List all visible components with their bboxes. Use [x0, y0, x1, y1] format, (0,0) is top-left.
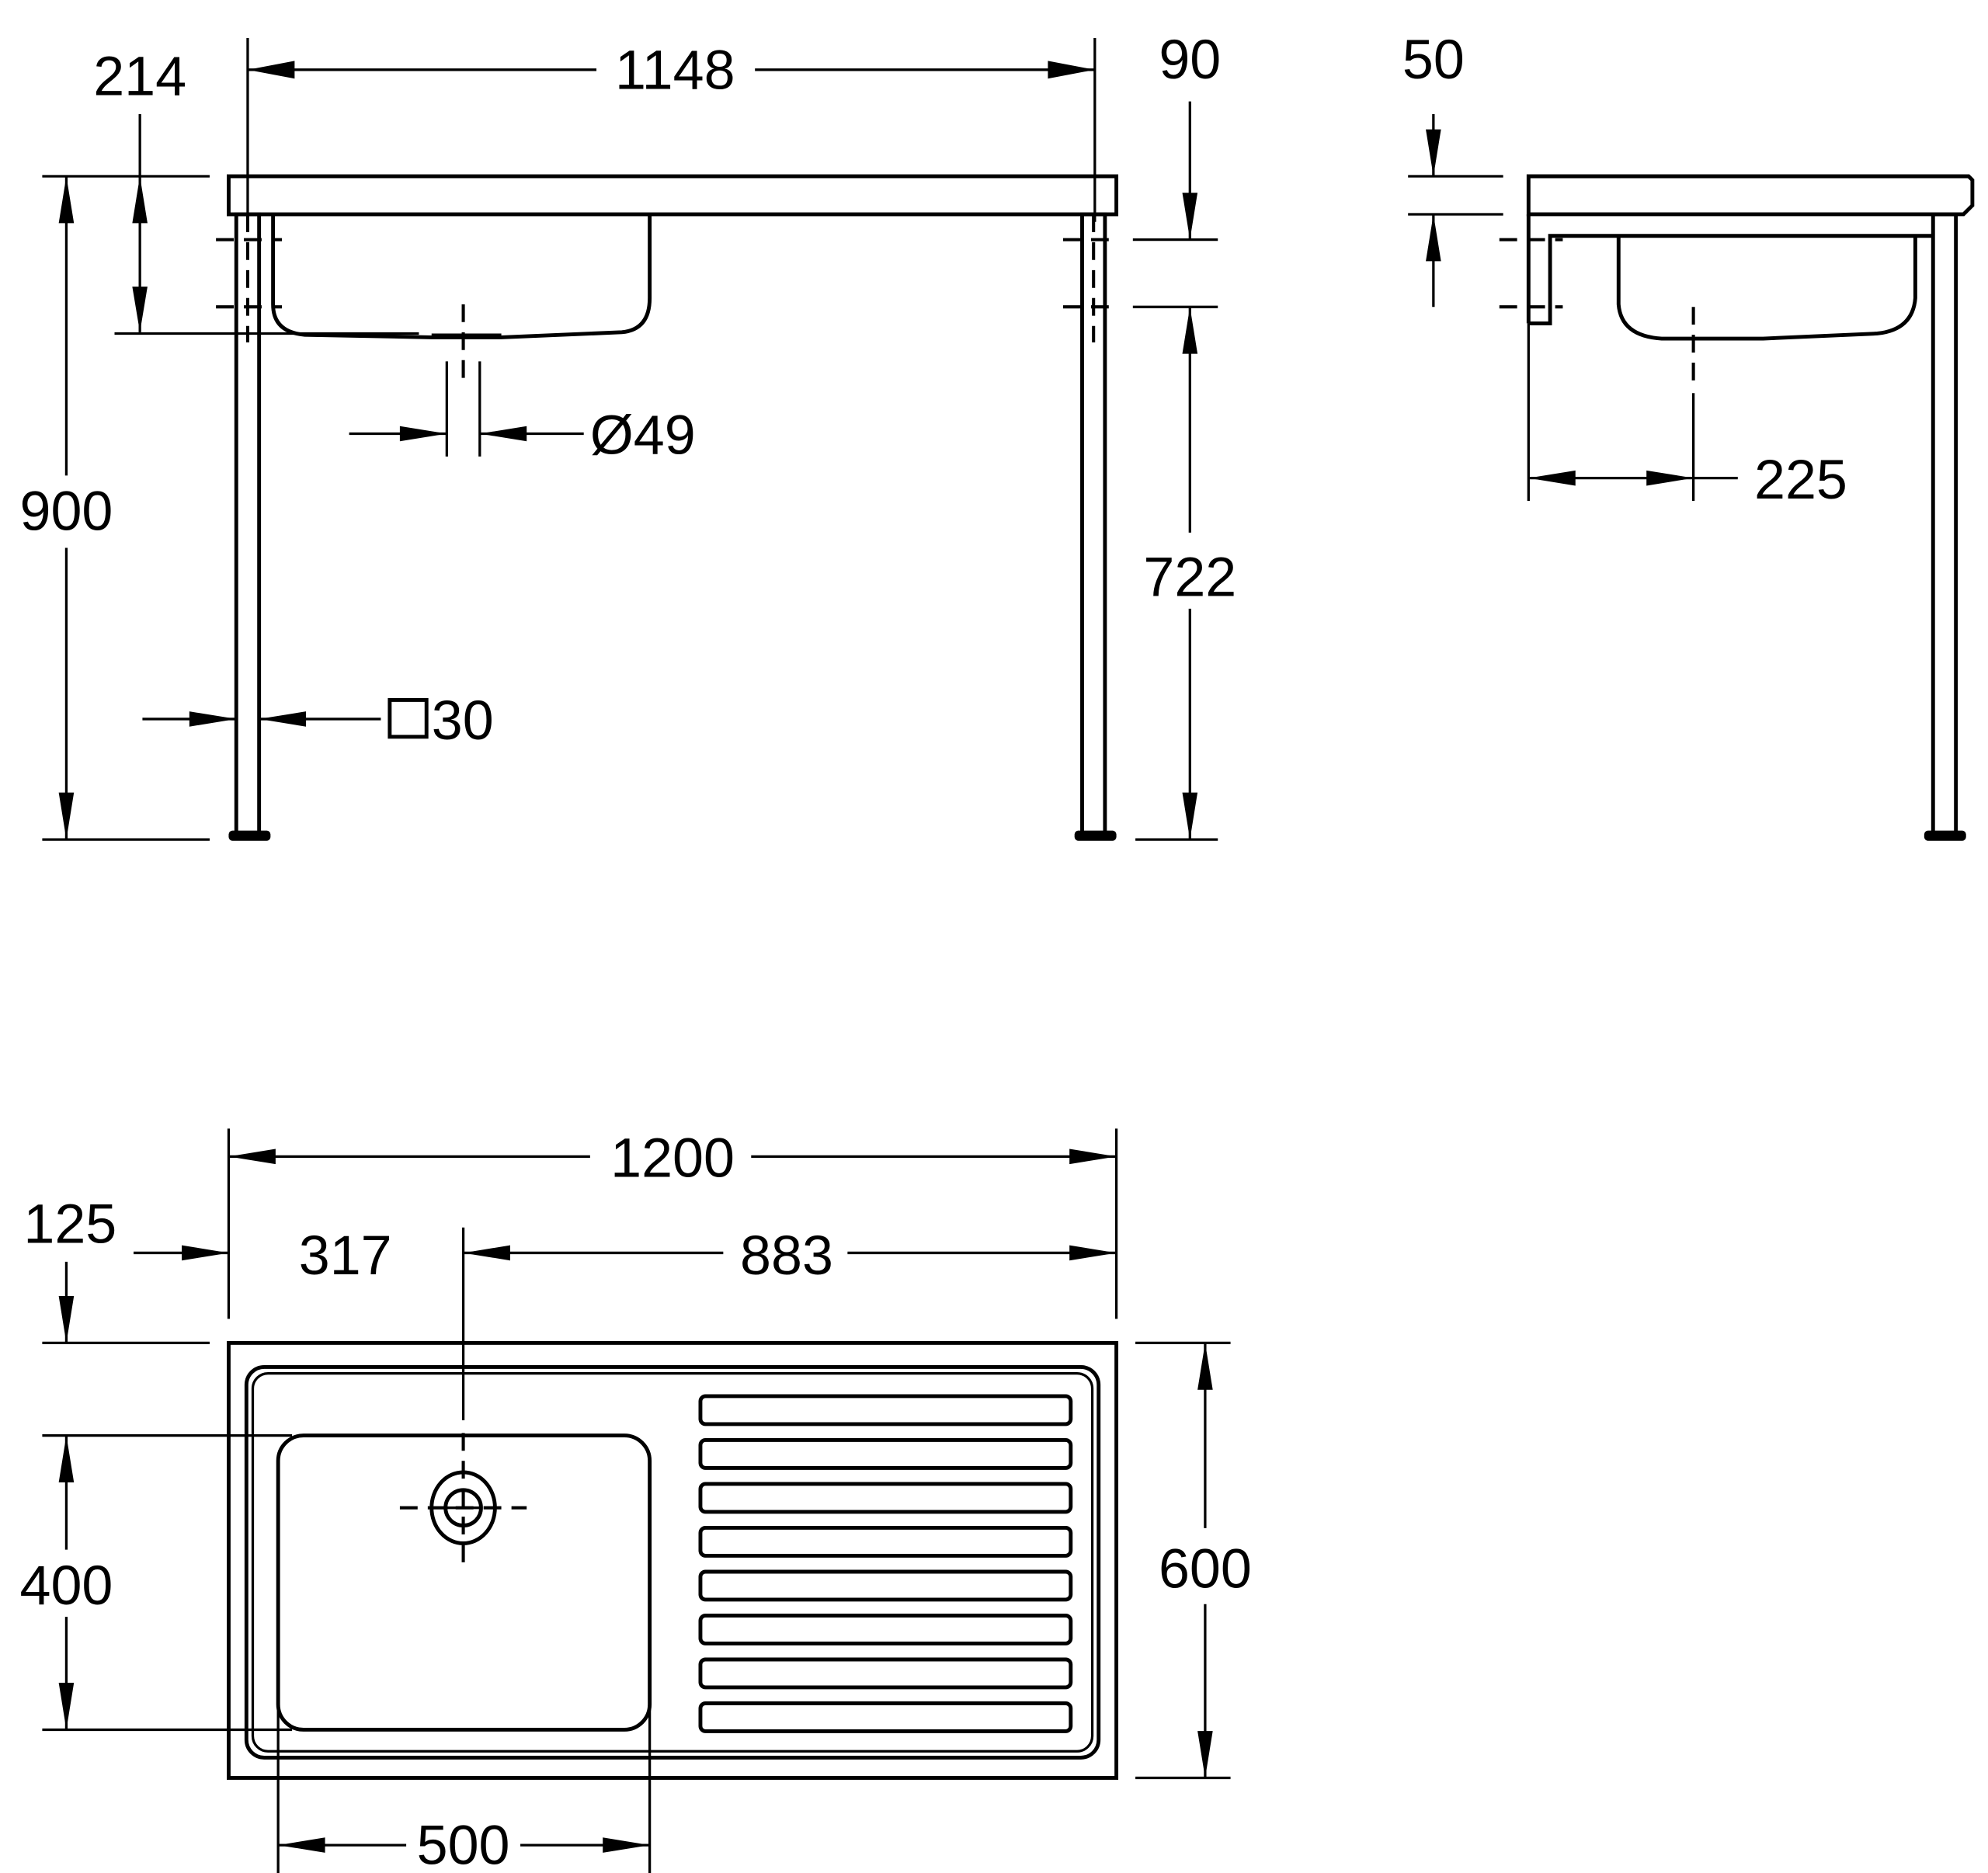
arrow — [399, 426, 447, 442]
arrow — [247, 61, 295, 79]
drainer-groove — [698, 1614, 1073, 1645]
drainer-groove — [698, 1569, 1073, 1602]
dim-400: 400 — [19, 1555, 113, 1617]
dim-diameter-49: Ø49 — [590, 405, 696, 467]
top-rim-inner — [251, 1371, 1094, 1753]
arrow — [278, 1837, 325, 1853]
top-basin — [276, 1433, 652, 1732]
front-countertop — [227, 174, 1119, 217]
drainer-groove — [698, 1657, 1073, 1690]
top-outline — [227, 1340, 1119, 1780]
arrow — [1182, 307, 1198, 354]
arrow — [1048, 61, 1095, 79]
top-view: 1200 125 317 883 400 600 — [19, 1127, 1252, 1873]
arrow — [603, 1837, 650, 1853]
dim-225: 225 — [1754, 449, 1847, 511]
drainer-groove — [698, 1526, 1073, 1558]
arrow — [58, 175, 75, 224]
arrow — [1426, 214, 1441, 262]
dim-125: 125 — [23, 1193, 116, 1255]
drain-symbol — [399, 1433, 527, 1572]
arrow — [132, 175, 148, 224]
arrow — [1197, 1731, 1213, 1778]
arrow — [58, 1683, 75, 1730]
dim-1148: 1148 — [615, 39, 735, 101]
drainer-groove — [698, 1394, 1073, 1426]
arrow — [259, 711, 307, 727]
arrow — [1182, 193, 1198, 240]
arrow — [58, 792, 75, 840]
side-view: 50 225 — [1402, 29, 1975, 841]
front-view: 1148 214 900 90 722 Ø49 — [19, 29, 1236, 841]
arrow — [58, 1295, 75, 1343]
side-countertop — [1526, 174, 1975, 217]
arrow — [228, 1148, 276, 1165]
arrow — [1197, 1343, 1213, 1390]
dim-883: 883 — [740, 1225, 833, 1287]
arrow — [182, 1245, 229, 1261]
side-bracket — [1528, 234, 1934, 325]
drainer-groove — [698, 1482, 1073, 1514]
top-rim-outer — [244, 1364, 1101, 1760]
arrow — [1182, 792, 1198, 840]
dim-900: 900 — [19, 481, 113, 543]
dim-722: 722 — [1143, 547, 1236, 609]
side-foot — [1924, 830, 1966, 841]
arrow — [58, 1435, 75, 1483]
front-right-foot — [1074, 830, 1117, 841]
square-section-icon — [388, 697, 429, 739]
arrow — [463, 1245, 510, 1261]
arrow — [1646, 470, 1694, 486]
arrow — [1528, 470, 1576, 486]
dim-1200: 1200 — [610, 1127, 735, 1189]
front-basin — [271, 214, 652, 339]
drainer-groove — [698, 1438, 1073, 1470]
arrow — [479, 426, 527, 442]
dim-600: 600 — [1159, 1538, 1252, 1600]
dim-90: 90 — [1159, 29, 1221, 91]
front-drain — [431, 333, 502, 339]
dim-214: 214 — [93, 45, 186, 107]
arrow — [132, 287, 148, 332]
side-leg — [1931, 212, 1958, 836]
side-basin — [1616, 235, 1917, 341]
arrow — [189, 711, 237, 727]
arrow — [1069, 1148, 1117, 1165]
drainer-groove — [698, 1701, 1073, 1733]
arrow — [1426, 129, 1441, 176]
arrow — [1069, 1245, 1117, 1261]
dim-50: 50 — [1402, 29, 1465, 91]
dim-500: 500 — [417, 1815, 510, 1873]
dim-30: 30 — [432, 690, 494, 752]
drainer-grooves — [698, 1394, 1073, 1733]
dim-317: 317 — [299, 1225, 392, 1287]
front-left-foot — [228, 830, 271, 841]
